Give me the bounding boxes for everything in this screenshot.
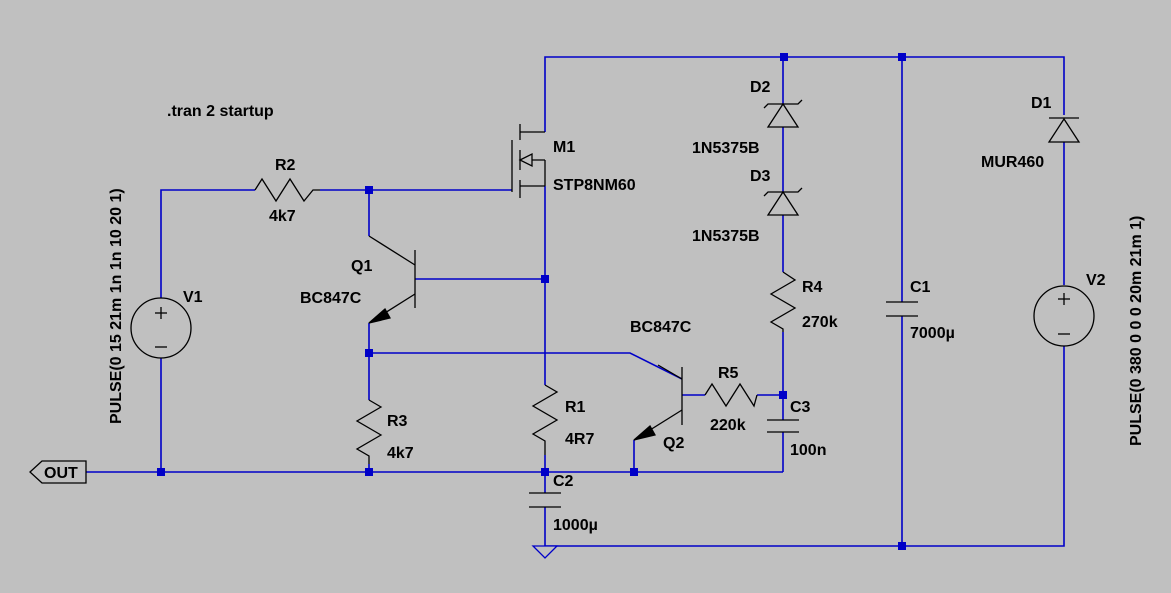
c2-name: C2 [553,473,574,490]
junction-dot [365,468,373,476]
wires [86,56,1065,547]
v2-name: V2 [1086,272,1106,289]
out-port-label: OUT [44,465,78,482]
out-port[interactable] [29,460,87,484]
c2-value: 1000µ [553,517,598,534]
m1-value: STP8NM60 [553,177,636,194]
d3-symbol[interactable] [763,187,803,216]
q1-symbol[interactable] [368,235,416,324]
symbols [29,99,1095,559]
v1-symbol[interactable] [130,297,192,359]
q2-symbol[interactable] [633,364,683,441]
v1-value: PULSE(0 15 21m 1n 1n 10 20 1) [108,188,125,424]
d3-name: D3 [750,168,771,185]
m1-symbol[interactable] [511,124,546,198]
q1-value: BC847C [300,290,362,307]
r5-value: 220k [710,417,746,434]
r4-name: R4 [802,279,823,296]
c3-symbol[interactable] [767,419,799,433]
c3-value: 100n [790,442,826,459]
junction-dot [779,391,787,399]
r5-name: R5 [718,365,739,382]
c1-value: 7000µ [910,325,955,342]
junction-dot [365,349,373,357]
c1-name: C1 [910,279,931,296]
d1-symbol[interactable] [1047,117,1081,143]
junction-dot [898,53,906,61]
wire-bottom-rail [545,346,1065,547]
r2-symbol[interactable] [254,177,320,203]
d2-symbol[interactable] [763,99,803,128]
v2-value: PULSE(0 380 0 0 0 20m 21m 1) [1128,216,1145,446]
q1-name: Q1 [351,258,372,275]
r3-name: R3 [387,413,408,430]
labels: .tran 2 startup OUT V1 PULSE(0 15 21m 1n… [44,79,1145,534]
d1-name: D1 [1031,95,1052,112]
r4-symbol[interactable] [769,271,797,332]
junction-dot [541,275,549,283]
r1-symbol[interactable] [531,384,559,455]
junction-dot [898,542,906,550]
q2-value: BC847C [630,319,692,336]
junction-dot [365,186,373,194]
sim-directive[interactable]: .tran 2 startup [167,103,274,120]
junction-dot [157,468,165,476]
v2-symbol[interactable] [1033,285,1095,347]
d2-name: D2 [750,79,771,96]
wire-top-rail [544,56,1065,132]
junction-dot [630,468,638,476]
c2-symbol[interactable] [529,492,561,508]
c1-symbol[interactable] [886,301,918,317]
r1-name: R1 [565,399,586,416]
junction-dot [780,53,788,61]
r4-value: 270k [802,314,838,331]
junction-dot [541,468,549,476]
r2-name: R2 [275,157,296,174]
r3-symbol[interactable] [355,399,383,464]
d1-value: MUR460 [981,154,1044,171]
r1-value: 4R7 [565,431,594,448]
r3-value: 4k7 [387,445,414,462]
r5-symbol[interactable] [704,382,758,408]
c3-name: C3 [790,399,811,416]
wire-v1-r2 [160,189,255,472]
q2-name: Q2 [663,435,684,452]
m1-name: M1 [553,139,575,156]
d2-value: 1N5375B [692,140,760,157]
v1-name: V1 [183,289,203,306]
d3-value: 1N5375B [692,228,760,245]
junctions [157,53,906,550]
ground-symbol [531,545,559,559]
wire-q1e-q2 [369,352,683,380]
r2-value: 4k7 [269,208,296,225]
